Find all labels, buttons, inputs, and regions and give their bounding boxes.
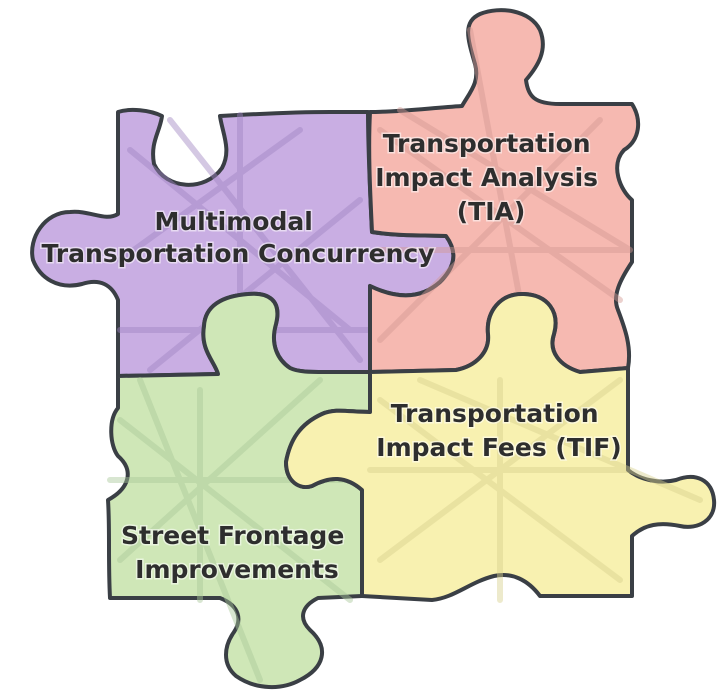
piece-tif [284, 291, 717, 603]
street-overlay [367, 377, 703, 603]
street-overlay [377, 27, 633, 343]
street-overlay [117, 112, 373, 373]
label-tia-line-2: Impact Analysis [375, 163, 598, 192]
label-tif-line-1: Transportation [391, 399, 599, 428]
label-tif-line-2: Impact Fees (TIF) [376, 433, 621, 462]
label-frontage-line-2: Improvements [135, 555, 339, 584]
label-tia-line-3: (TIA) [457, 197, 526, 226]
label-concurrency-line-2: Transportation Concurrency [41, 239, 434, 268]
piece-tia [367, 8, 641, 374]
label-concurrency-line-1: Multimodal [154, 207, 312, 236]
street-overlay [107, 377, 363, 683]
label-tif: Transportation Impact Fees (TIF) [376, 399, 621, 462]
label-frontage: Street Frontage Improvements [121, 521, 353, 584]
piece-tif-shape [284, 291, 717, 602]
label-tia: Transportation Impact Analysis (TIA) [375, 129, 607, 226]
label-frontage-line-1: Street Frontage [121, 521, 344, 550]
label-tia-line-1: Transportation [383, 129, 591, 158]
label-concurrency: Multimodal Transportation Concurrency [41, 207, 434, 268]
piece-tia-shape [367, 8, 641, 374]
